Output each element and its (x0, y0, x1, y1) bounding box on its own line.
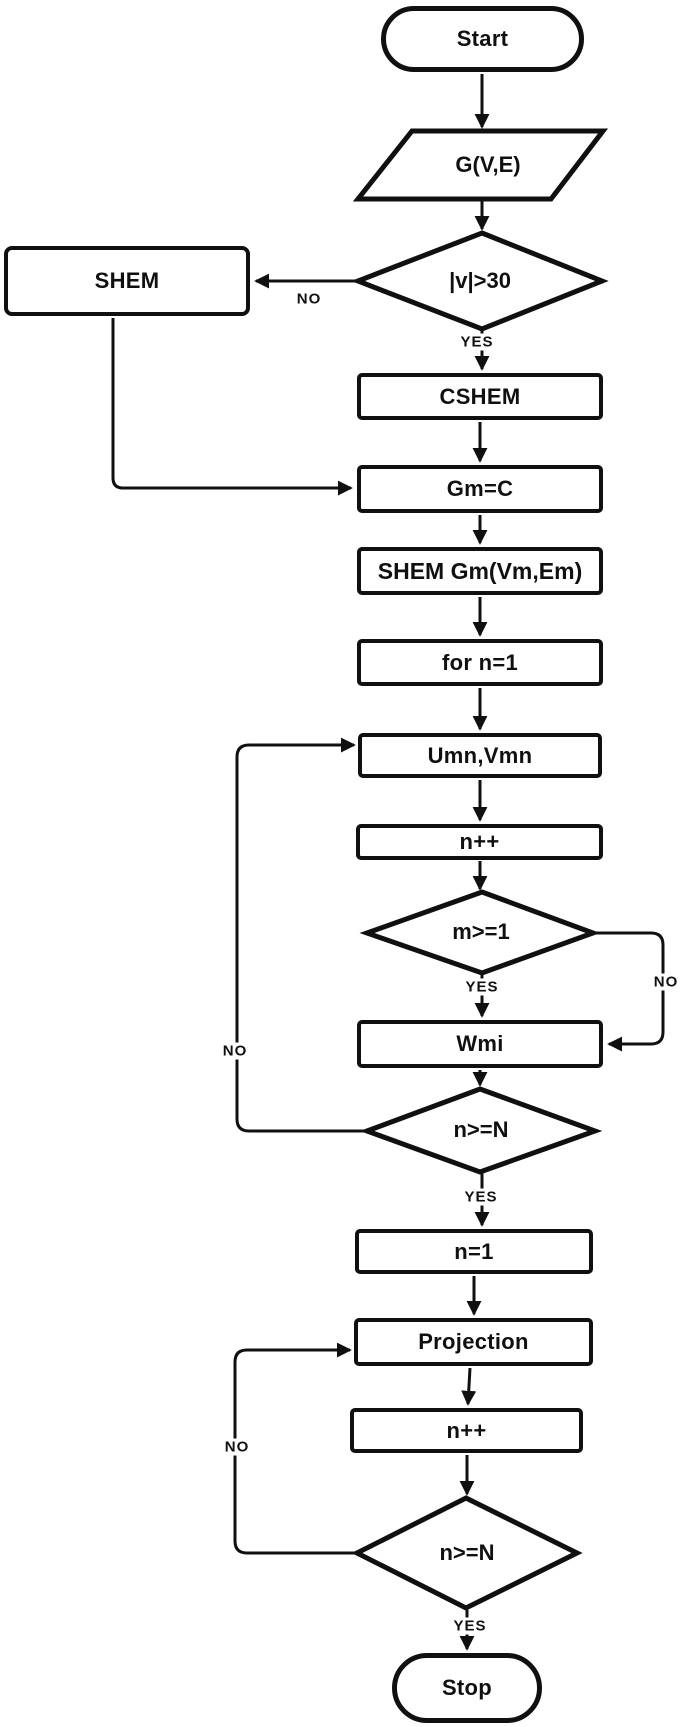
cshem-node: CSHEM (357, 373, 603, 420)
connector-shem-to-gmc (111, 318, 353, 496)
start-node: Start (381, 6, 584, 72)
decision-v-yes-label: YES (457, 333, 497, 351)
decision-m-no-label: NO (650, 973, 682, 991)
decision-n1-label: n>=N (453, 1117, 509, 1142)
gm-c-node: Gm=C (357, 465, 603, 513)
decision-n1-diamond (359, 1086, 603, 1175)
decision-n2-diamond (351, 1495, 583, 1611)
decision-v-label: |v|>30 (449, 268, 511, 293)
decision-n2-no-label: NO (221, 1438, 253, 1456)
projection-node: Projection (354, 1318, 593, 1366)
connector-projection-to-ninc2 (461, 1367, 477, 1406)
decision-m-diamond (359, 889, 601, 976)
shem-gm-node: SHEM Gm(Vm,Em) (357, 547, 603, 595)
n-increment-node-1: n++ (356, 824, 603, 860)
n-increment-node-2: n++ (350, 1408, 583, 1453)
decision-m-yes-label: YES (462, 978, 502, 996)
stop-node: Stop (392, 1653, 542, 1723)
decision-n2-label: n>=N (439, 1540, 495, 1565)
io-graph-label: G(V,E) (455, 152, 521, 177)
io-parallelogram (352, 128, 609, 202)
decision-v-diamond (351, 230, 609, 332)
umn-vmn-node: Umn,Vmn (358, 733, 602, 778)
for-n-node: for n=1 (357, 639, 603, 686)
n-equals-1-node: n=1 (355, 1229, 593, 1274)
connector-decision-n1-no-to-umn (235, 737, 365, 1133)
connector-decision-n2-no-to-projection (233, 1342, 355, 1555)
decision-n1-no-label: NO (219, 1042, 251, 1060)
decision-n2-yes-label: YES (450, 1617, 490, 1635)
decision-v-no-label: NO (293, 290, 325, 308)
decision-n1-yes-label: YES (461, 1188, 501, 1206)
wmi-node: Wmi (357, 1020, 603, 1068)
shem-node: SHEM (4, 246, 250, 316)
decision-m-label: m>=1 (452, 919, 510, 944)
